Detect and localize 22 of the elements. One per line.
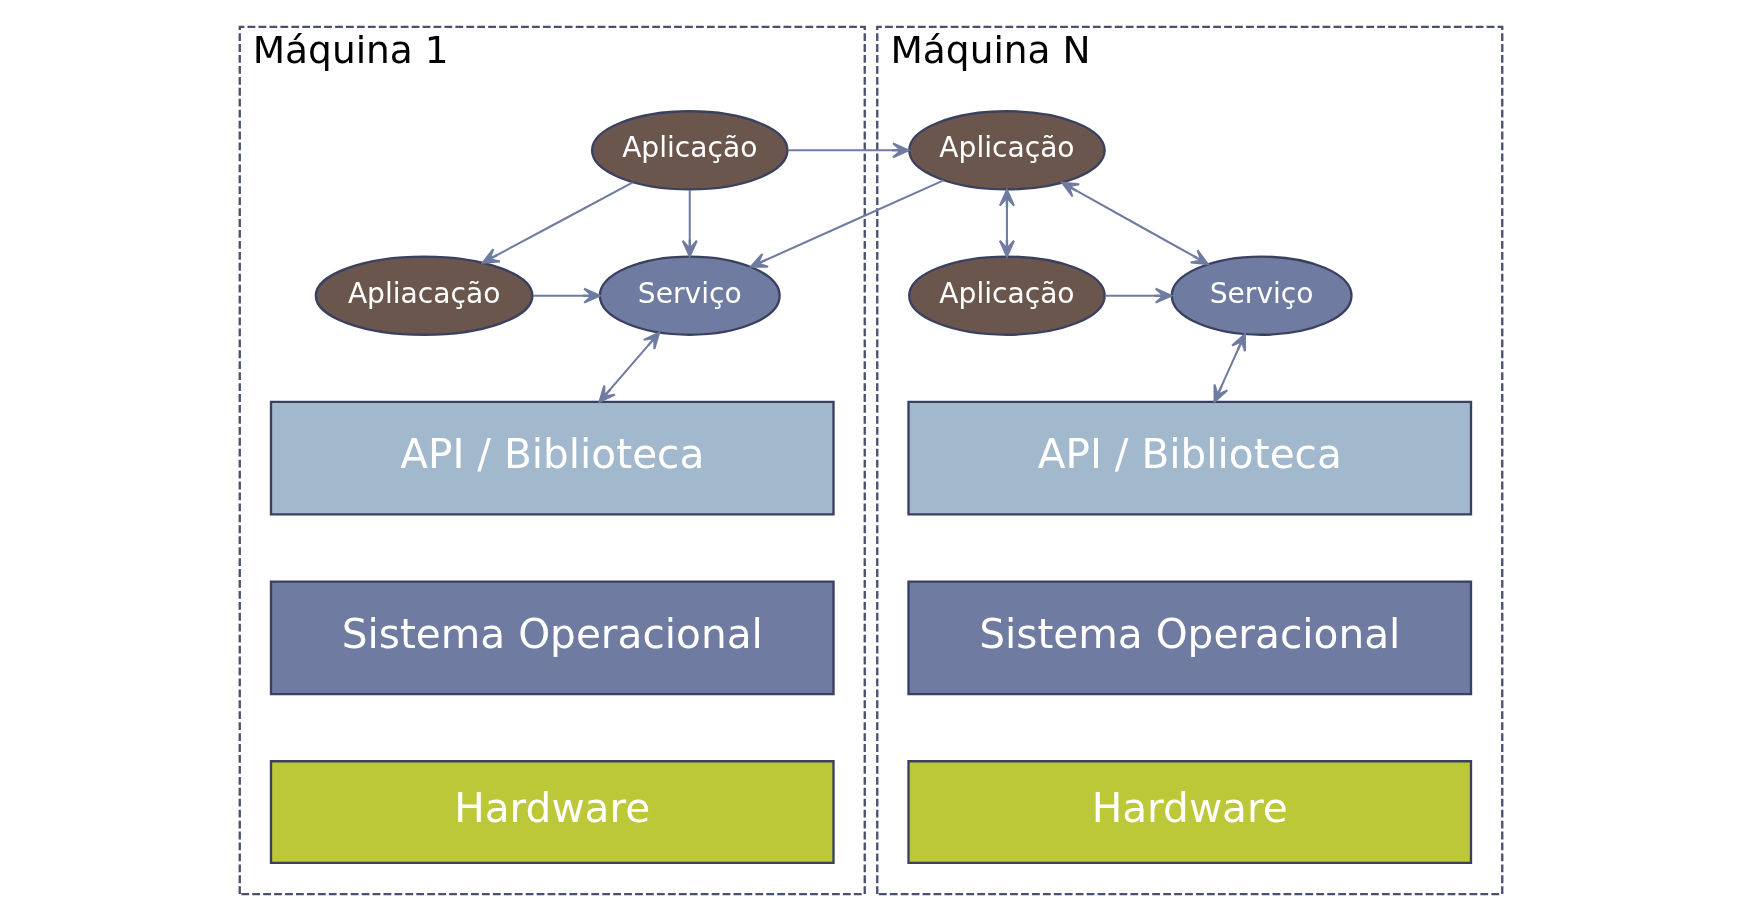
node-ellipse: Aplicação <box>908 110 1106 191</box>
node-box: API / Biblioteca <box>907 400 1473 516</box>
node-ellipse: Serviço <box>598 255 781 336</box>
node-ellipse: Aplicação <box>590 110 789 191</box>
arrow <box>1105 287 1173 304</box>
node-box: Sistema Operacional <box>907 580 1473 696</box>
arrow <box>1061 181 1209 266</box>
node-box: API / Biblioteca <box>269 400 835 516</box>
arrow <box>749 179 944 268</box>
node-ellipse: Serviço <box>1170 255 1353 336</box>
arrow <box>788 142 910 159</box>
node-ellipse: Apliacação <box>314 255 534 336</box>
node-box: Hardware <box>907 760 1473 864</box>
arrow <box>481 181 634 264</box>
arrow <box>681 190 698 258</box>
arrow <box>533 287 601 304</box>
arrow <box>598 331 661 403</box>
node-ellipse: Aplicação <box>908 255 1106 336</box>
arrow <box>998 189 1015 258</box>
arrow <box>1213 333 1246 403</box>
node-box: Sistema Operacional <box>269 580 835 696</box>
node-box: Hardware <box>269 760 835 864</box>
